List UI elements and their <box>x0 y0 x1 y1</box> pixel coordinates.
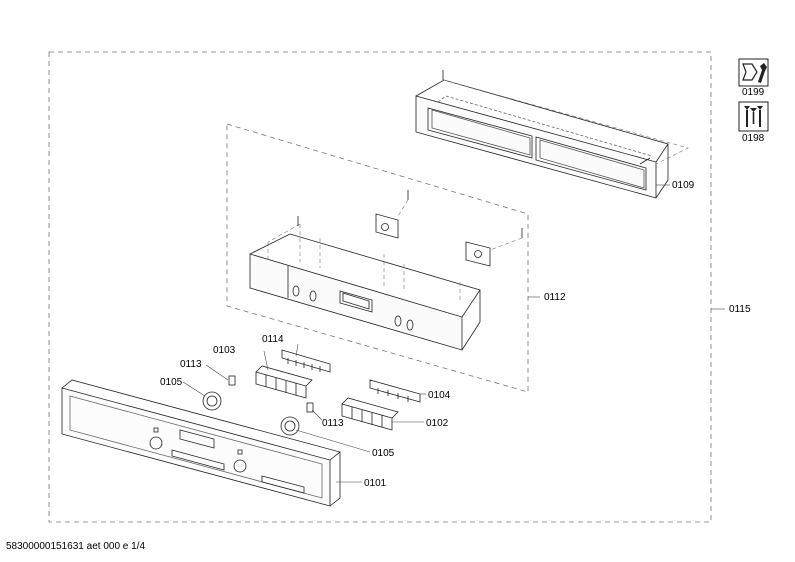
housing-dashed-guides <box>267 223 461 300</box>
part-0113-spindle-left <box>228 375 236 386</box>
selector-module-right <box>465 228 523 267</box>
part-0114-contact-strip <box>281 349 331 373</box>
selector-module-upper <box>375 190 409 239</box>
leader-lines <box>182 184 725 483</box>
label-0103: 0103 <box>213 345 236 356</box>
label-0198: 0198 <box>742 133 765 144</box>
frame-dashed-guide <box>443 79 689 165</box>
control-housing <box>249 233 481 351</box>
label-0113-left: 0113 <box>180 359 202 370</box>
document-id-footer: 58300000151631 aet 000 e 1/4 <box>6 541 146 552</box>
module-guide-upper <box>397 199 409 217</box>
label-0114: 0114 <box>262 334 284 345</box>
part-0105-knob-left <box>202 391 222 411</box>
label-0109: 0109 <box>672 180 695 191</box>
label-0102: 0102 <box>426 418 449 429</box>
label-0112: 0112 <box>544 292 566 303</box>
label-0105-left: 0105 <box>160 377 183 388</box>
part-0102-button-block <box>341 397 399 431</box>
assembly-boundary <box>48 51 712 523</box>
subassembly-boundary <box>226 123 529 393</box>
wrench-icon <box>738 58 769 87</box>
label-0199: 0199 <box>742 87 765 98</box>
screws-icon <box>738 101 769 132</box>
label-0115: 0115 <box>729 304 751 315</box>
part-0109-frame <box>415 79 669 199</box>
label-0113-right: 0113 <box>322 418 344 429</box>
label-0105-right: 0105 <box>372 448 395 459</box>
label-0101: 0101 <box>364 478 387 489</box>
module-guide-right <box>489 237 523 251</box>
part-0105-knob-right <box>280 416 300 436</box>
part-0103-button-block <box>255 365 313 399</box>
label-0104: 0104 <box>428 390 451 401</box>
part-0113-spindle-right <box>306 402 314 413</box>
part-0104-contact-strip <box>369 379 421 403</box>
part-0101-front-panel <box>61 379 341 507</box>
